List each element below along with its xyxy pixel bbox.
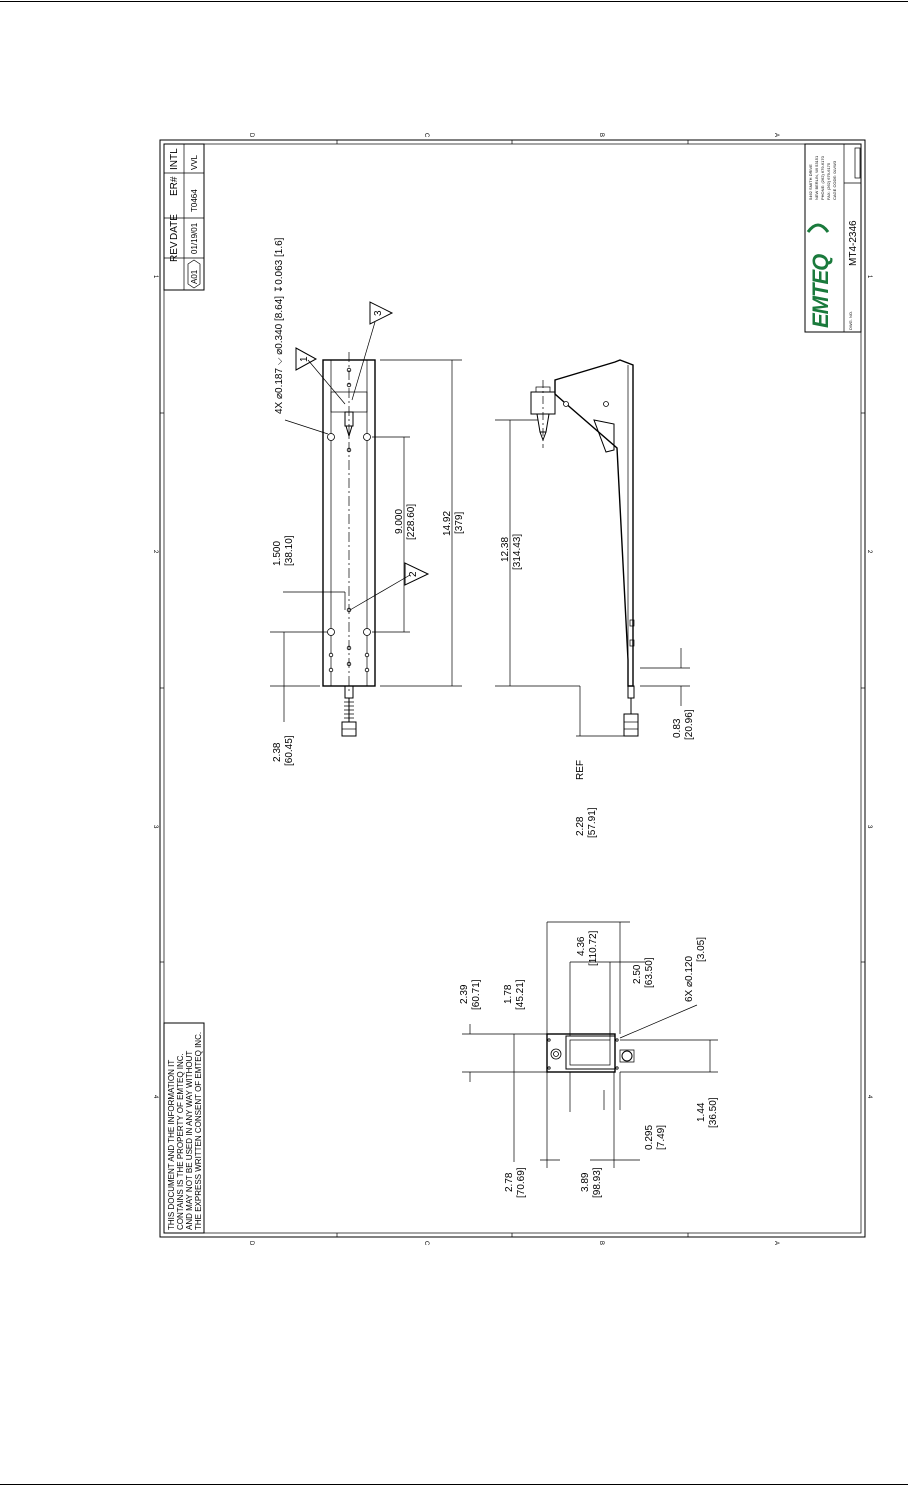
dim-value: 2.38 [272, 742, 283, 762]
end-view [546, 1033, 635, 1073]
dim-value: 3.89 [580, 1172, 591, 1192]
dim-ref: REF [575, 760, 586, 780]
revision-value: T0464 [190, 189, 199, 212]
flag-number: 3 [373, 310, 384, 316]
zone-ticks [160, 140, 865, 1237]
side-view [530, 359, 639, 737]
revision-value: 01/19/01 [190, 222, 199, 254]
dim-metric: [60.45] [284, 735, 295, 766]
side-view-dimension-lines [495, 419, 690, 737]
dim-metric: [379] [454, 512, 465, 534]
zone-number: 2 [866, 550, 872, 554]
dim-metric: [20.96] [684, 709, 695, 740]
dim-metric: [228.60] [406, 504, 417, 540]
zone-letter: B [598, 133, 604, 137]
end-view-dimension-lines [462, 921, 718, 1168]
top-view-dimension-lines [270, 321, 462, 722]
dim-value: 2.78 [504, 1172, 515, 1192]
zone-number: 4 [152, 1095, 158, 1099]
side-view-dimension-text: 12.38 [314.43] 2.28 REF [57.91] 0.83 [20… [500, 534, 695, 838]
end-view-dimension-text: 2.39 [60.71] 1.78 [45.21] 4.36 [110.72] … [459, 930, 719, 1198]
zone-number: 4 [866, 1095, 872, 1099]
zone-letter: C [423, 1241, 429, 1246]
zone-number: 1 [152, 275, 158, 279]
company-info-line: CAGE CODE: 0LVW3 [832, 160, 837, 200]
company-info-line: 5462 SMITH DRIVE [808, 164, 813, 200]
end-hole-callout: 6X ⌀0.120 [684, 956, 695, 1002]
zone-letter: C [423, 133, 429, 138]
revision-header: DATE [169, 214, 180, 240]
revision-table: REV DATE ER# INTL A01 01/19/01 T0464 VVL [163, 143, 205, 291]
revision-header: INTL [169, 148, 180, 170]
flag-triangles [295, 301, 430, 586]
dim-value: 2.50 [632, 964, 643, 984]
notice-line: AND MAY NOT BE USED IN ANY WAY WITHOUT [185, 1051, 194, 1230]
dim-metric: [314.43] [512, 534, 523, 570]
drawing-frame-outer [159, 139, 866, 1238]
dim-metric: [98.93] [592, 1167, 603, 1198]
dim-value: 0.295 [644, 1125, 655, 1150]
zone-letter: A [773, 1241, 779, 1245]
dim-metric: [36.50] [708, 1097, 719, 1128]
top-page-rule [0, 1, 908, 2]
end-hole-callout-metric: [3.05] [696, 937, 707, 962]
dim-value: 1.44 [696, 1102, 707, 1122]
dwg-no: MT4-2346 [848, 220, 859, 266]
dim-value: 1.500 [272, 541, 283, 566]
dim-value: 2.28 [575, 816, 586, 836]
dim-metric: [110.72] [588, 930, 599, 966]
top-view-dimension-text: 1.500 [38.10] 9.000 [228.60] 14.92 [379]… [272, 504, 465, 766]
dim-metric: [7.49] [656, 1125, 667, 1150]
zone-number: 1 [866, 275, 872, 279]
zone-number: 2 [152, 550, 158, 554]
drawing-frame-inner [163, 143, 862, 1234]
dim-value: 14.92 [442, 511, 453, 536]
bottom-page-rule [0, 1484, 908, 1485]
title-block: EMTEQ DWG. NO. MT4-2346 5462 SMITH DRIVE… [804, 143, 862, 333]
revision-value: A01 [190, 269, 199, 284]
revision-header: ER# [169, 176, 180, 196]
dim-metric: [70.69] [516, 1167, 527, 1198]
notice-line: CONTAINS IS THE PROPERTY OF EMTEQ INC. [176, 1053, 185, 1230]
dim-metric: [38.10] [284, 535, 295, 566]
dim-value: 1.78 [503, 984, 514, 1004]
flag-number: 1 [299, 356, 310, 362]
company-info-line: FAX: (262) 679-6175 [826, 162, 831, 200]
zone-letter: D [248, 133, 254, 138]
dim-value: 9.000 [394, 509, 405, 534]
logo: EMTEQ [808, 254, 833, 328]
dim-metric: [60.71] [471, 979, 482, 1010]
company-info-line: PHONE: (262) 679-6170 [820, 155, 825, 200]
company-info-line: NEW BERLIN, WI 53151 [814, 155, 819, 200]
revision-value: VVL [190, 154, 199, 170]
proprietary-notice: THIS DOCUMENT AND THE INFORMATION IT CON… [163, 1022, 205, 1234]
zone-letter: D [248, 1241, 254, 1246]
zone-number: 3 [152, 825, 158, 829]
dim-value: 4.36 [576, 936, 587, 956]
zone-letter: B [598, 1241, 604, 1245]
dim-metric: [57.91] [587, 807, 598, 838]
revision-header: REV [169, 241, 180, 262]
notice-line: THIS DOCUMENT AND THE INFORMATION IT [167, 1060, 176, 1230]
dim-value: 0.83 [672, 718, 683, 738]
dim-metric: [63.50] [644, 957, 655, 988]
top-view [322, 352, 376, 737]
zone-number: 3 [866, 825, 872, 829]
zone-letter: A [773, 133, 779, 137]
dwg-no-label: DWG. NO. [848, 311, 853, 330]
dim-value: 12.38 [500, 537, 511, 562]
notice-line: THE EXPRESS WRITTEN CONSENT OF EMTEQ INC… [194, 1032, 203, 1230]
dim-metric: [45.21] [515, 979, 526, 1010]
flag-number: 2 [408, 571, 419, 577]
dim-value: 2.39 [459, 984, 470, 1004]
hole-callout: 4X ⌀0.187 ⌵ ⌀0.340 [8.64] ↧0.063 [1.6] [274, 237, 285, 414]
